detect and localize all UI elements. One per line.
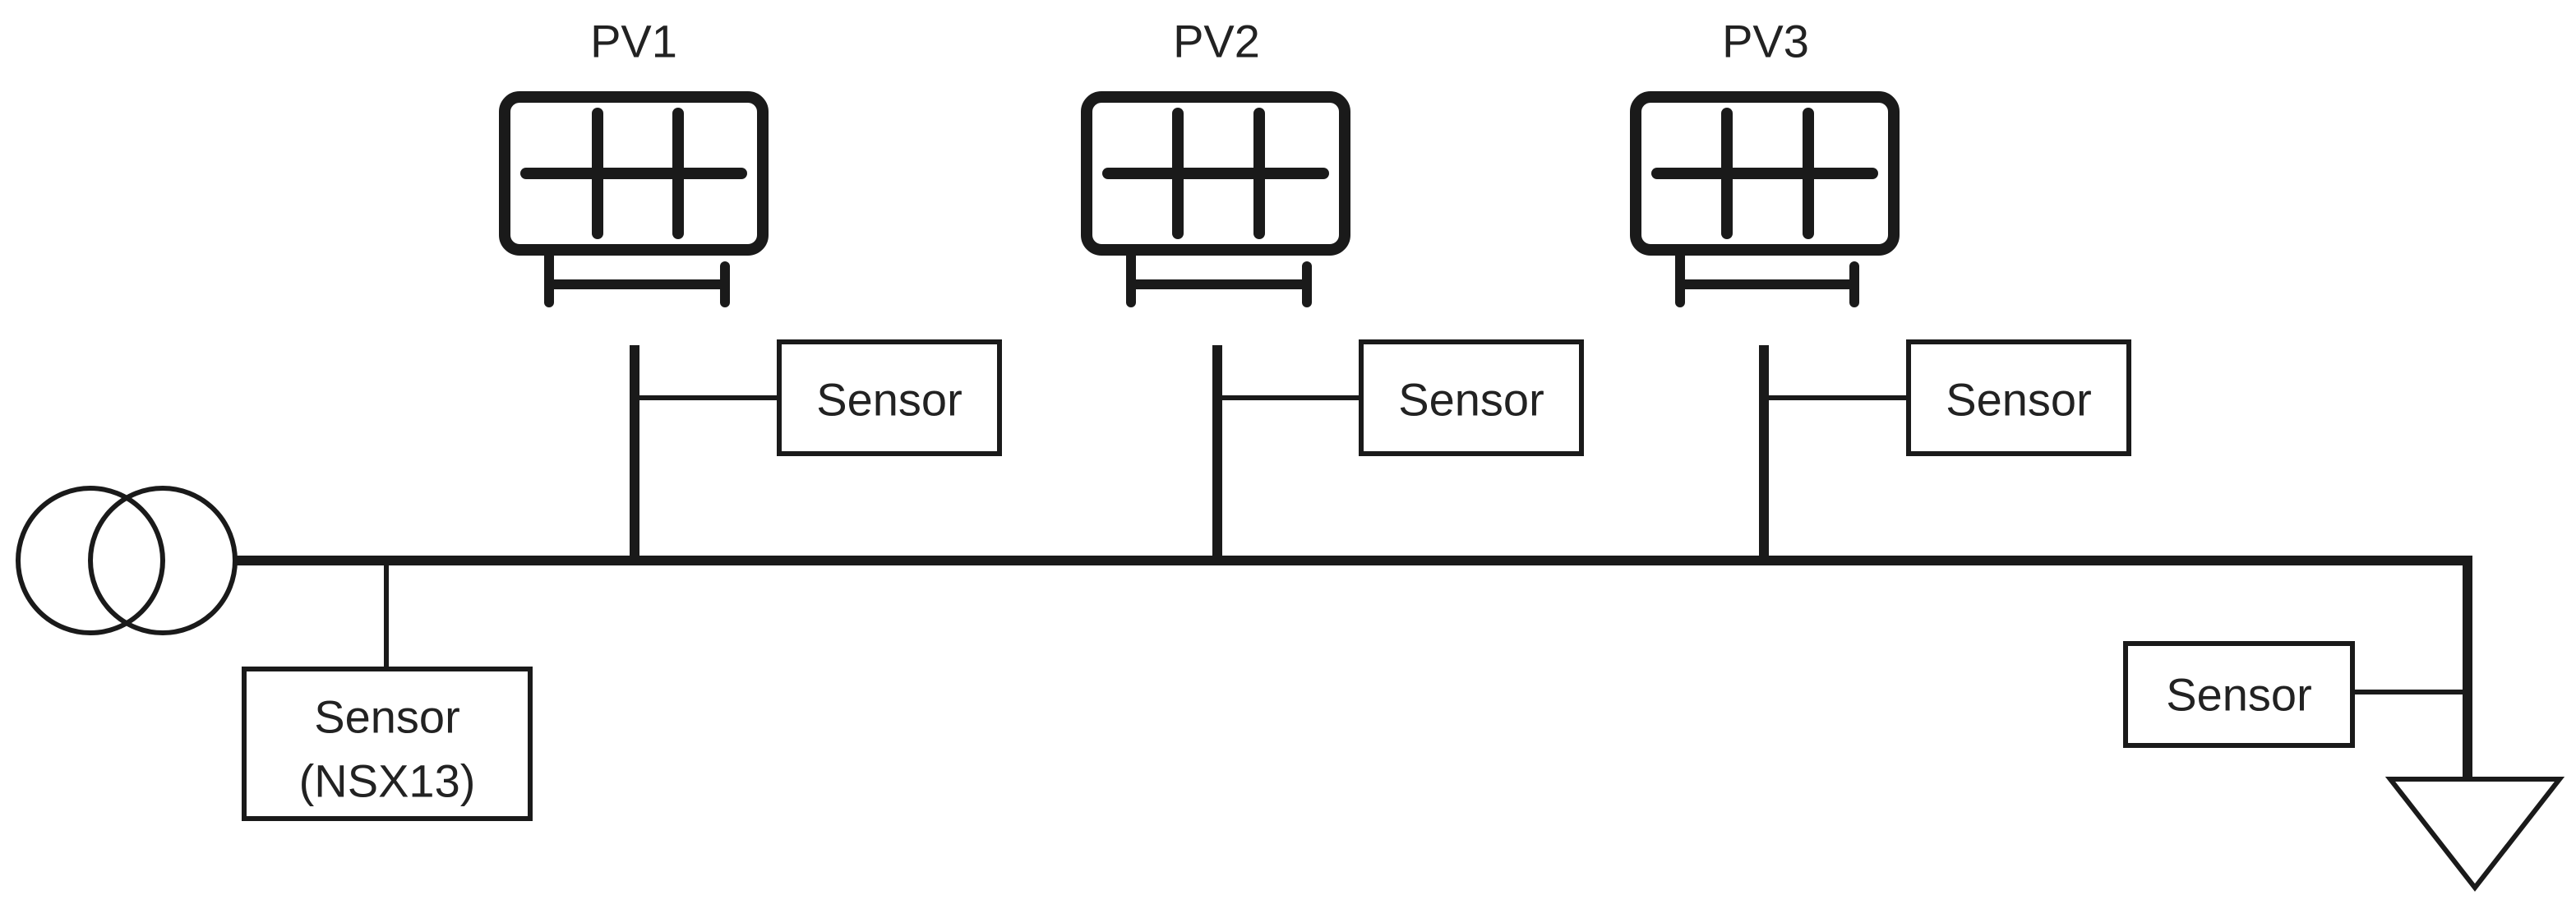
load-sensor-label: Sensor: [2166, 669, 2311, 721]
pv3-solar-panel-icon: [1630, 91, 1900, 307]
pv3-sensor-label: Sensor: [1946, 374, 2091, 426]
pv1-label: PV1: [590, 16, 677, 67]
pv1-sensor-label: Sensor: [816, 374, 962, 426]
load-icon: [2384, 777, 2565, 892]
pv2-group: PV2 Sensor: [1081, 16, 1584, 561]
pv2-sensor-box: [1359, 339, 1584, 456]
pv3-sensor-box: [1906, 339, 2131, 456]
pv2-sensor-label: Sensor: [1398, 374, 1544, 426]
pv1-sensor-box: [777, 339, 1002, 456]
feeder-sensor-id-label: (NSX13): [299, 755, 476, 807]
feeder-sensor-label: Sensor: [314, 691, 459, 743]
pv2-label: PV2: [1173, 16, 1260, 67]
feeder-sensor-box: [242, 667, 533, 821]
transformer-icon: [16, 486, 238, 635]
pv1-group: PV1 Sensor: [499, 16, 1002, 561]
pv1-solar-panel-icon: [499, 91, 769, 307]
load-sensor-box: [2123, 641, 2355, 748]
pv2-solar-panel-icon: [1081, 91, 1350, 307]
pv3-label: PV3: [1722, 16, 1809, 67]
pv3-group: PV3 Sensor: [1630, 16, 2131, 561]
